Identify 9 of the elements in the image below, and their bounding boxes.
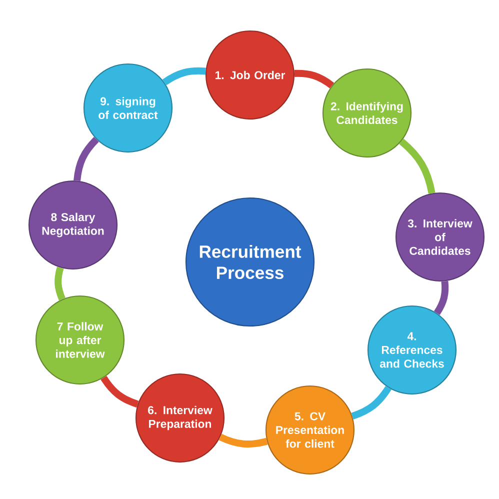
ring-arc xyxy=(351,386,392,420)
ring-arc xyxy=(399,138,436,194)
ring-arc xyxy=(294,70,334,88)
ring-arc xyxy=(218,434,268,448)
ring-arc xyxy=(100,376,139,408)
ring-arc xyxy=(54,266,66,300)
ring-arc xyxy=(162,67,206,86)
ring-arc xyxy=(434,280,449,315)
ring-arc xyxy=(74,136,99,182)
